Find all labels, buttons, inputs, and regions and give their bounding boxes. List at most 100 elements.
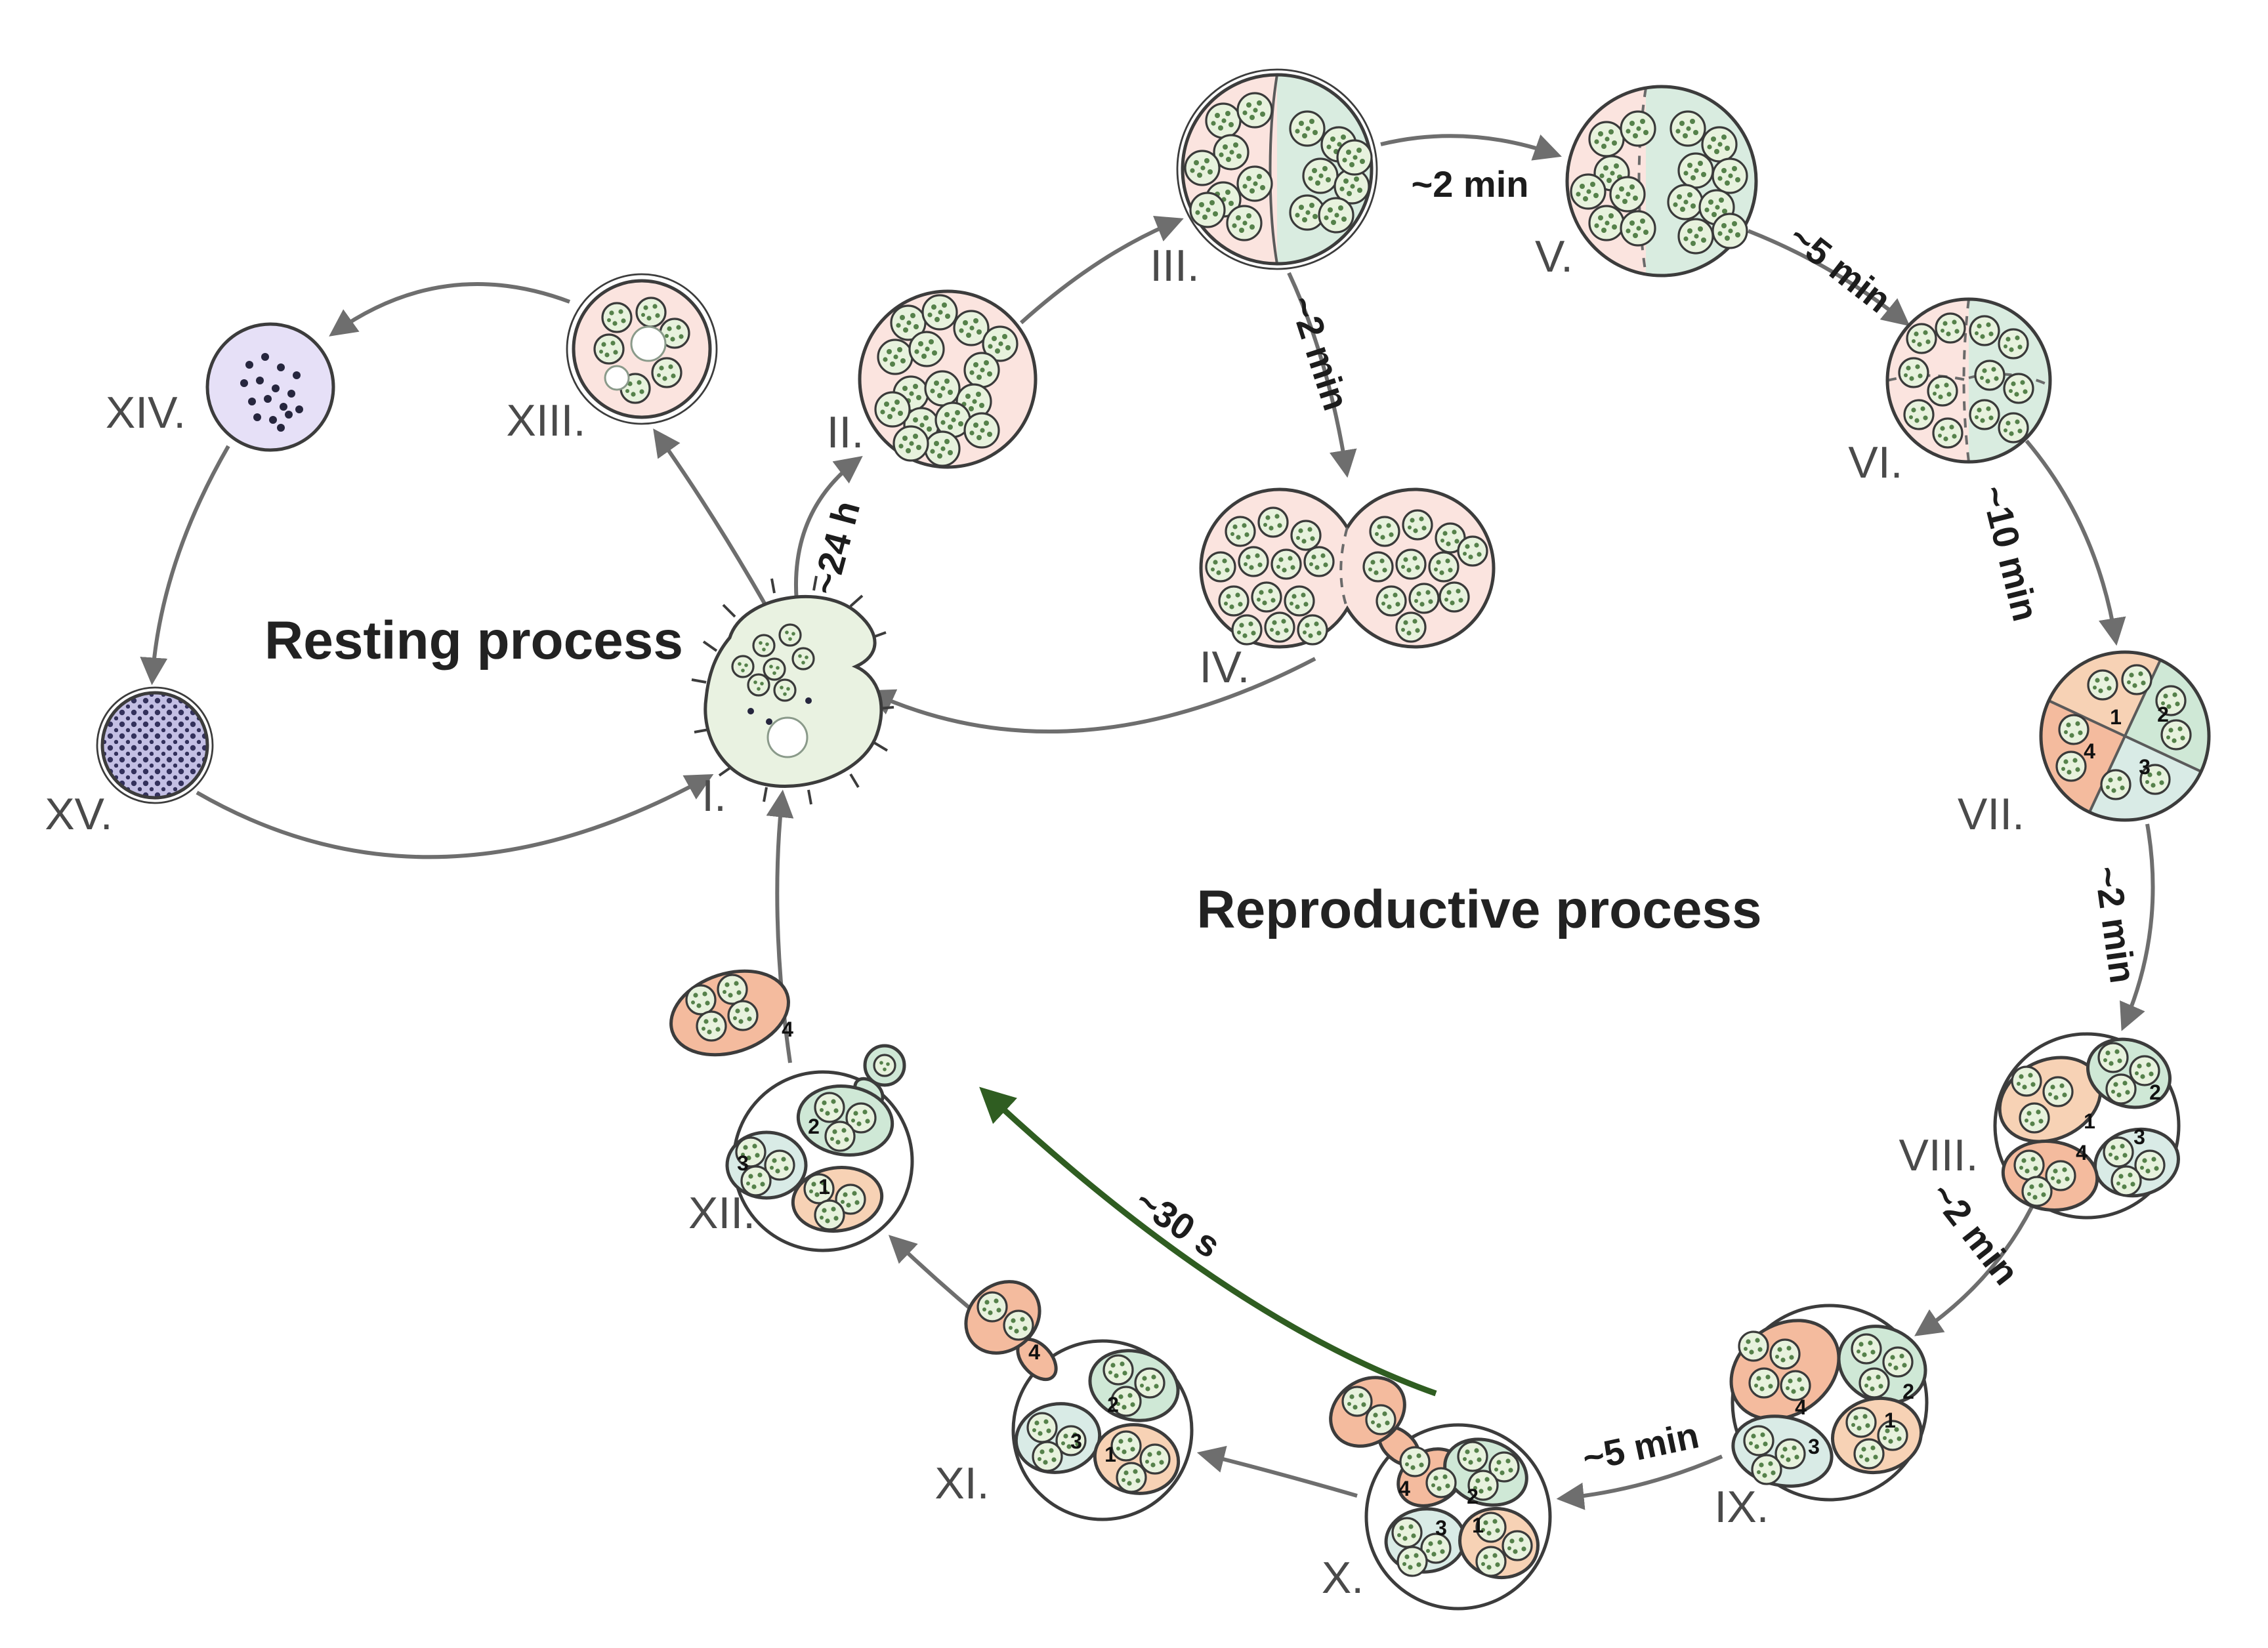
- algal-cell: [976, 1291, 1008, 1323]
- compartment-2-label: 2: [2149, 1081, 2161, 1104]
- arrow-i-to-ii: [794, 455, 863, 615]
- stage-xii: 4 2 3 1 XII.: [669, 969, 914, 1252]
- compartment-1-label: 1: [1884, 1409, 1896, 1432]
- algal-cell: [1851, 1333, 1882, 1365]
- algal-cell: [1588, 205, 1625, 241]
- granule-dot: [272, 384, 280, 392]
- time-ix-to-x: ~5 min: [1579, 1414, 1702, 1479]
- algal-cell: [1428, 551, 1460, 583]
- algal-cell: [601, 302, 633, 333]
- stage-label-ii: II.: [827, 407, 864, 457]
- arrow-vi-to-vii: [2025, 440, 2126, 646]
- compartment-3-label: 3: [1070, 1430, 1082, 1453]
- algal-cell: [763, 657, 786, 681]
- compartment-4-label: 4: [2084, 739, 2095, 763]
- algal-cell: [814, 1199, 845, 1231]
- algal-cell: [1701, 126, 1738, 163]
- stage-label-vi: VI.: [1848, 438, 1902, 487]
- algal-cell: [1205, 551, 1236, 583]
- granule-dot: [248, 398, 256, 405]
- stage-label-iii: III.: [1150, 241, 1200, 291]
- algal-cell: [1395, 611, 1427, 643]
- algal-cell: [1858, 1367, 1890, 1399]
- stage-xv-outer-wall: [96, 686, 214, 804]
- algal-cell: [1475, 1546, 1507, 1577]
- algal-cell: [791, 647, 815, 670]
- stage-label-xiv: XIV.: [106, 388, 186, 438]
- stage-label-xii: XII.: [688, 1188, 755, 1238]
- arrow-i-to-xiii: [653, 428, 771, 613]
- arrow-iii-to-iv: [1287, 272, 1357, 478]
- algal-cell: [747, 673, 770, 697]
- arrow-iv-to-i: [866, 657, 1316, 733]
- stage-label-vii: VII.: [1958, 789, 2025, 839]
- algal-cell: [1738, 1330, 1769, 1362]
- algal-cell: [1391, 1517, 1423, 1548]
- stage-vii: 1 2 3 4 VII.: [1958, 650, 2211, 839]
- algal-cell: [1257, 506, 1289, 538]
- arrow-viii-to-ix: [1914, 1206, 2034, 1336]
- algal-cell: [1998, 412, 2029, 443]
- stage-i-amoeba: I.: [691, 575, 894, 821]
- compartment-1-label: 1: [1472, 1514, 1484, 1537]
- algal-cell: [696, 1010, 727, 1042]
- granule-dot: [245, 361, 253, 369]
- reproductive-process-title: Reproductive process: [1196, 880, 1761, 939]
- stage-label-ix: IX.: [1714, 1482, 1769, 1532]
- algal-cell: [1408, 583, 1440, 614]
- algal-cell: [752, 634, 776, 657]
- algal-cell: [2021, 1176, 2053, 1207]
- stage-ii: II.: [827, 289, 1038, 469]
- stage-vi-divider-right: [1968, 373, 2051, 387]
- algal-cell: [2110, 1165, 2142, 1197]
- algal-cell: [1341, 1386, 1373, 1417]
- algal-cell: [1302, 157, 1339, 194]
- algal-cell: [1974, 360, 2006, 391]
- algal-cell: [1906, 323, 1937, 354]
- granule-dot: [240, 379, 248, 387]
- compartment-2-label: 2: [1107, 1393, 1119, 1416]
- algal-cell: [1969, 315, 2000, 346]
- granules-xiv: [240, 353, 303, 432]
- algal-cell: [1365, 1404, 1396, 1435]
- granule-dot: [253, 413, 261, 421]
- algal-cell: [1667, 184, 1704, 220]
- granule-dot: [256, 377, 264, 384]
- compartment-3-label: 3: [2133, 1125, 2145, 1149]
- algal-cell: [1712, 157, 1748, 194]
- algal-cell: [2003, 373, 2034, 404]
- algal-cell: [1588, 121, 1625, 157]
- algal-cell: [1712, 213, 1748, 249]
- algal-cell: [1236, 165, 1273, 202]
- algal-cell: [963, 412, 1000, 449]
- algal-cell: [874, 391, 911, 428]
- algal-cell: [924, 430, 961, 467]
- algal-cell: [1270, 548, 1302, 580]
- algal-cell: [773, 678, 797, 702]
- algal-cell: [924, 370, 961, 407]
- stage-vi-divider-vertical: [1962, 299, 1970, 463]
- algal-cell: [1438, 581, 1470, 613]
- arrow-ii-to-iii: [1019, 215, 1184, 325]
- algal-cell: [2013, 1149, 2045, 1181]
- arrows: [140, 134, 2155, 1510]
- algal-cell: [1134, 1367, 1166, 1399]
- stage-xiv: XIV.: [106, 322, 335, 452]
- algal-cell: [1225, 516, 1256, 547]
- algal-cell: [1935, 312, 1966, 344]
- arrow-iii-to-v: [1380, 134, 1562, 161]
- time-vi-to-vii: ~10 min: [1973, 482, 2047, 625]
- algal-cell: [1677, 218, 1714, 255]
- algal-cell: [1751, 1454, 1782, 1485]
- arrow-xv-to-i: [196, 773, 714, 859]
- compartment-2-label: 2: [2157, 703, 2169, 726]
- granule-dot: [747, 708, 754, 714]
- algal-cell: [824, 1121, 856, 1152]
- algal-cell: [1396, 1546, 1428, 1577]
- algal-cell: [1284, 585, 1315, 617]
- compartment-1-label: 1: [818, 1175, 830, 1199]
- time-iii-to-v: ~2 min: [1412, 163, 1529, 205]
- algal-cell: [963, 352, 1000, 388]
- arrow-fast-release-to-i: [979, 1086, 1437, 1397]
